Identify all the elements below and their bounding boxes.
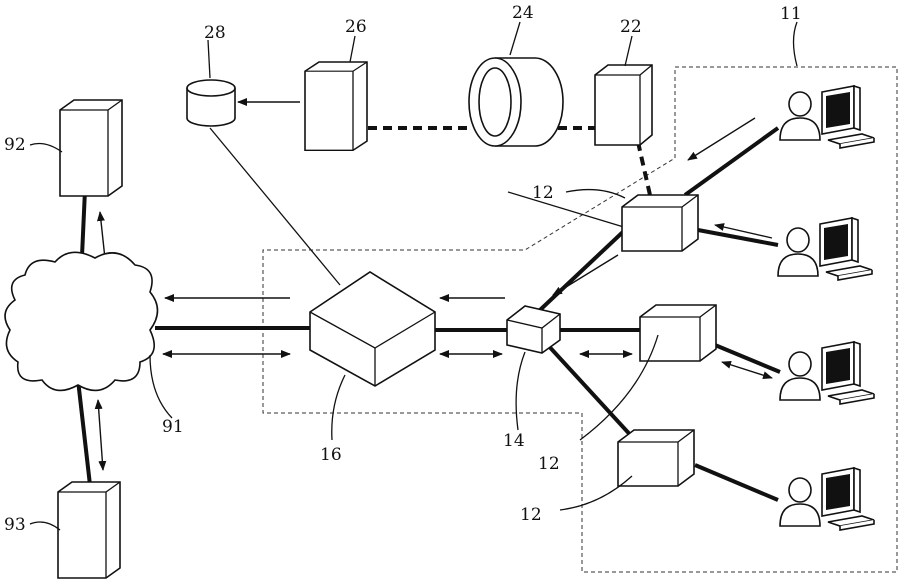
arrow-12a-to-14 xyxy=(552,254,619,296)
label-14: 14 xyxy=(503,431,525,451)
central-device-16 xyxy=(309,271,436,387)
local-network-boundary xyxy=(262,66,898,573)
server-93 xyxy=(57,481,121,579)
flow-arrows xyxy=(94,98,773,471)
arrow-12b-pc3 xyxy=(721,360,773,380)
label-12b: 12 xyxy=(538,454,560,474)
label-12c: 12 xyxy=(520,505,542,525)
link-internet-93 xyxy=(76,379,92,486)
link-12a-pc1 xyxy=(683,126,780,197)
workstation-4 xyxy=(779,467,875,531)
label-24: 24 xyxy=(512,3,534,23)
link-12a-pc2 xyxy=(697,228,779,247)
device-22 xyxy=(594,64,653,146)
internet-cloud-91 xyxy=(4,251,159,392)
workstation-3 xyxy=(779,341,875,405)
label-26: 26 xyxy=(345,17,367,37)
switch-14 xyxy=(506,305,561,354)
hub-12a xyxy=(621,194,699,252)
link-28-16 xyxy=(209,127,341,286)
label-12a: 12 xyxy=(532,183,554,203)
leader-lines xyxy=(29,21,798,531)
label-16: 16 xyxy=(320,445,342,465)
label-91: 91 xyxy=(162,417,184,437)
server-92 xyxy=(59,99,123,197)
arrow-pc2-to-12a xyxy=(714,223,773,239)
arrow-internet-93 xyxy=(94,399,107,471)
label-93: 93 xyxy=(4,515,26,535)
ring-24 xyxy=(468,57,564,147)
label-28: 28 xyxy=(204,23,226,43)
label-92: 92 xyxy=(4,135,26,155)
device-26 xyxy=(304,61,368,152)
label-22: 22 xyxy=(620,17,642,37)
link-14-12c xyxy=(543,340,637,442)
connection-lines xyxy=(76,126,781,502)
arrow-pc1-to-12a xyxy=(687,117,756,161)
database-28 xyxy=(186,79,236,127)
link-12c-pc4 xyxy=(694,463,779,502)
workstation-1 xyxy=(779,85,875,149)
workstation-2 xyxy=(777,217,873,281)
link-14-12a xyxy=(538,228,627,312)
label-11: 11 xyxy=(780,4,802,24)
link-22-12a xyxy=(636,141,652,196)
link-12b-pc3 xyxy=(714,343,781,374)
